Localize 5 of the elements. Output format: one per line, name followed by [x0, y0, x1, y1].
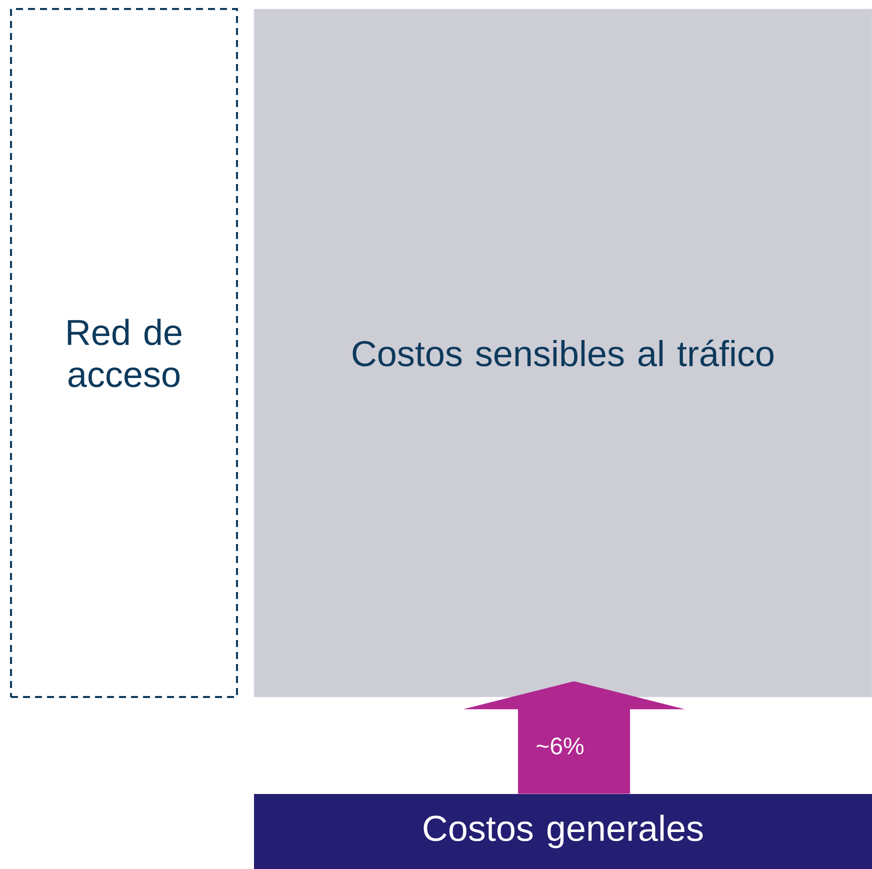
cost-bar: Costos generales [254, 794, 872, 869]
edge-label: ~6% [534, 736, 586, 756]
cost-box: Costos sensibles al tráfico [254, 8, 872, 698]
dashed-box: Red de acceso [10, 8, 238, 698]
block-arrow [463, 681, 685, 794]
